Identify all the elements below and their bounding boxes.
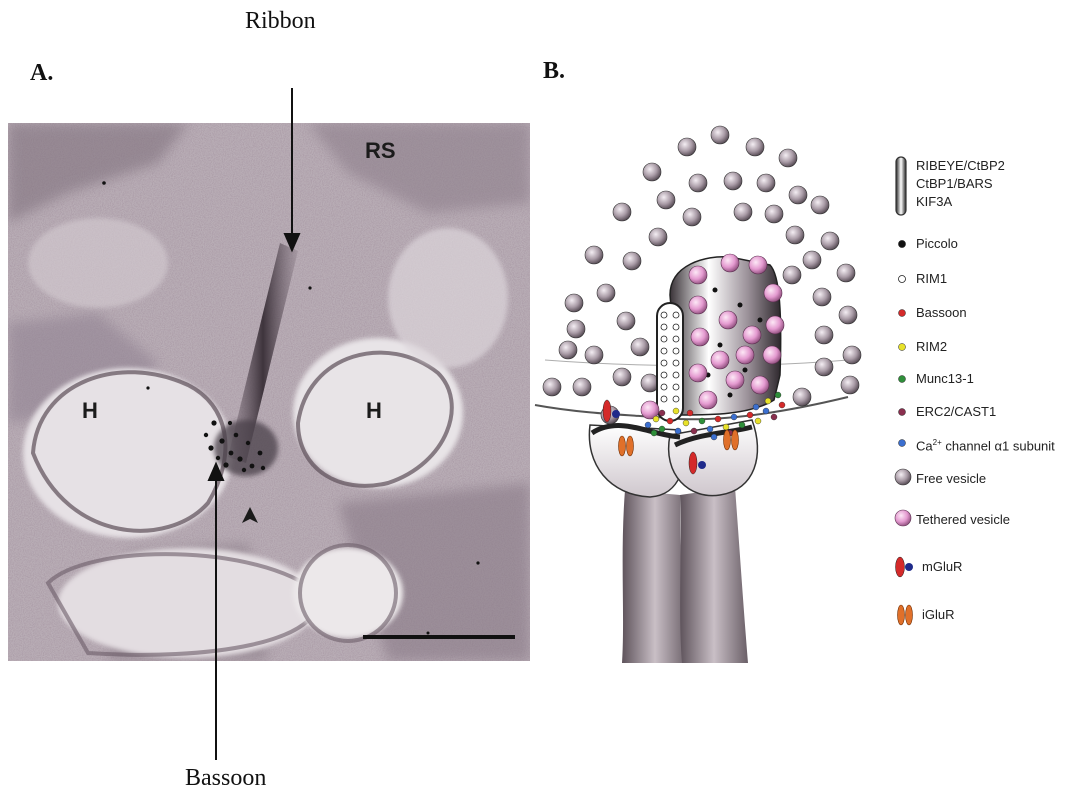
ribbon-synapse-schematic bbox=[530, 115, 870, 665]
legend-item-piccolo: Piccolo bbox=[894, 236, 1084, 254]
legend-label: RIM2 bbox=[916, 339, 947, 355]
ribbon-icon bbox=[894, 155, 908, 219]
dot-icon bbox=[897, 407, 907, 417]
legend-label: Bassoon bbox=[916, 305, 967, 321]
legend-label: Tethered vesicle bbox=[916, 512, 1010, 528]
vesicle-icon bbox=[894, 468, 912, 486]
legend-item-free-vesicle: Free vesicle bbox=[894, 468, 1084, 490]
dot-icon bbox=[897, 308, 907, 318]
legend-label: RIM1 bbox=[916, 271, 947, 287]
legend-item-ca-channel: Ca2+ channel α1 subunit bbox=[894, 435, 1084, 453]
legend-item-mglur: mGluR bbox=[894, 555, 1084, 581]
dot-icon bbox=[897, 438, 907, 448]
legend-item-rim2: RIM2 bbox=[894, 339, 1084, 357]
dot-icon bbox=[897, 274, 907, 284]
legend-label: ERC2/CAST1 bbox=[916, 404, 996, 420]
dot-icon bbox=[897, 374, 907, 384]
bassoon-arrowhead bbox=[209, 464, 223, 480]
dendrite-right bbox=[680, 487, 748, 663]
legend-label: Free vesicle bbox=[916, 471, 986, 487]
legend: RIBEYE/CtBP2 CtBP1/BARS KIF3A Piccolo RI… bbox=[894, 155, 1084, 655]
legend-item-tethered-vesicle: Tethered vesicle bbox=[894, 509, 1084, 531]
legend-label: Piccolo bbox=[916, 236, 958, 252]
legend-label: Munc13-1 bbox=[916, 371, 974, 387]
dendrite-left bbox=[622, 490, 688, 663]
legend-item-bassoon: Bassoon bbox=[894, 305, 1084, 323]
ribbon-arrowhead bbox=[285, 234, 299, 250]
legend-item-munc13: Munc13-1 bbox=[894, 371, 1084, 389]
vesicle-icon bbox=[894, 509, 912, 527]
legend-label: Ca2+ channel α1 subunit bbox=[916, 435, 1055, 454]
dot-icon bbox=[897, 342, 907, 352]
channel-icon bbox=[894, 603, 916, 627]
legend-label: iGluR bbox=[922, 607, 955, 623]
legend-label-kif3a: KIF3A bbox=[916, 194, 952, 210]
legend-item-ribbon bbox=[894, 155, 908, 219]
dot-icon bbox=[897, 239, 907, 249]
legend-item-iglur: iGluR bbox=[894, 603, 1084, 629]
legend-label-ribeye: RIBEYE/CtBP2 bbox=[916, 158, 1005, 174]
legend-item-rim1: RIM1 bbox=[894, 271, 1084, 289]
legend-label: mGluR bbox=[922, 559, 962, 575]
legend-label-ctbp1: CtBP1/BARS bbox=[916, 176, 993, 192]
legend-item-erc2: ERC2/CAST1 bbox=[894, 404, 1084, 422]
receptor-icon bbox=[894, 555, 916, 579]
